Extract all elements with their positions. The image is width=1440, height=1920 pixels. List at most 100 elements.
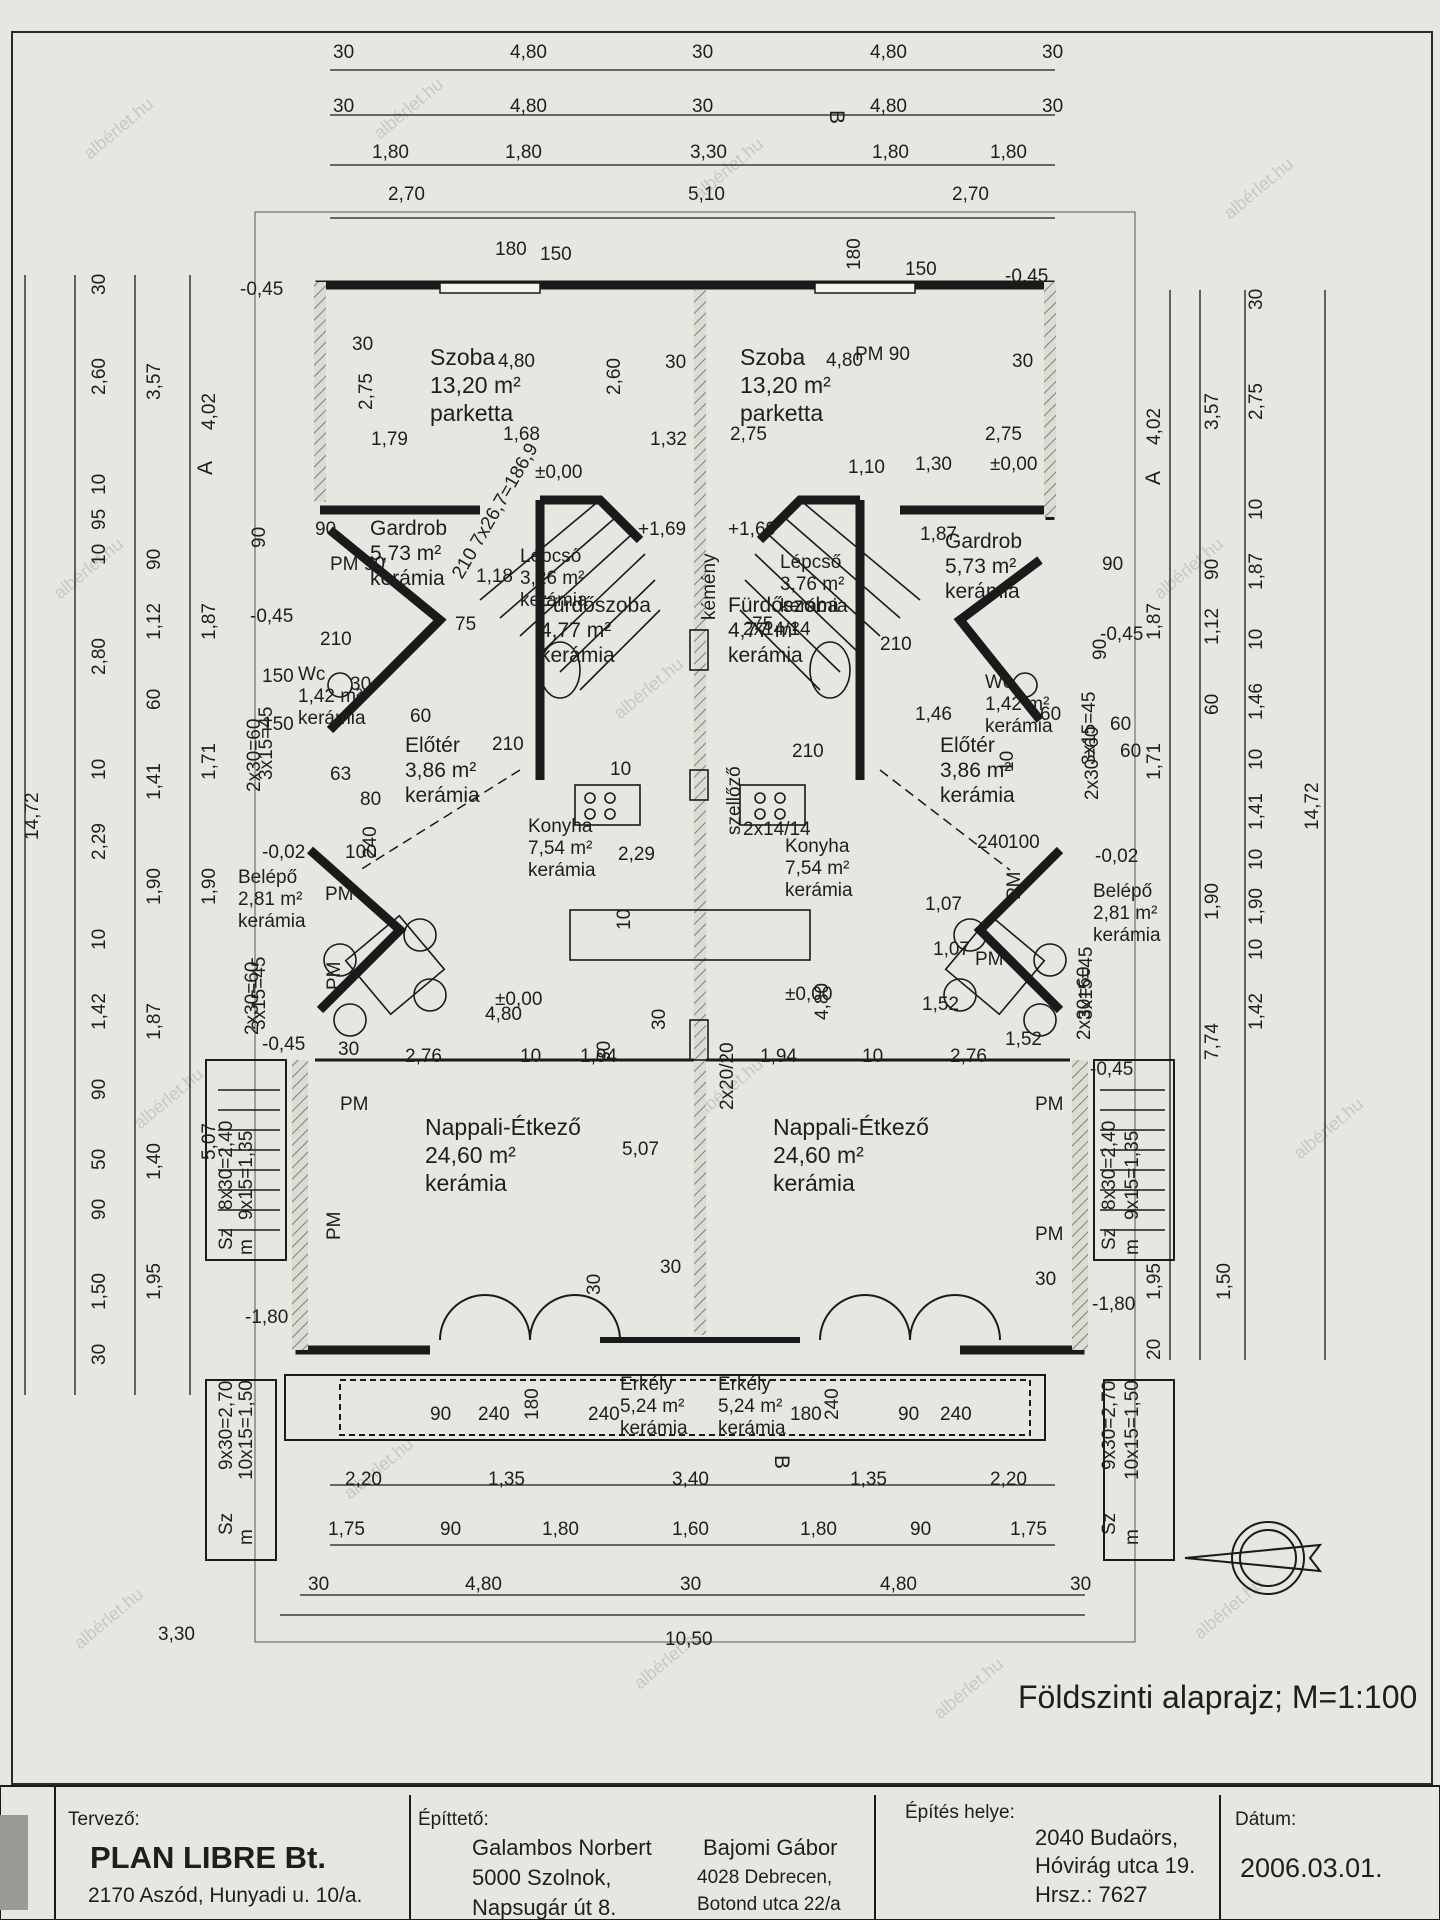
stair-label: 9x30=2,70: [216, 1381, 237, 1470]
inner-dim: 1,30: [915, 454, 952, 475]
bottom-dim-row3: 30: [1070, 1574, 1091, 1595]
stair-label: 3x15=45: [1076, 947, 1097, 1020]
room-name: Wc: [298, 664, 325, 685]
left-dim-c4: 4,02: [199, 393, 220, 430]
left-dim-c2: 30: [89, 274, 110, 295]
inner-dim: 2,60: [604, 358, 625, 395]
room-floor: kerámia: [945, 580, 1020, 603]
inner-dim: PM: [324, 962, 345, 991]
room-area: 4,77 m²: [728, 619, 799, 642]
inner-dim: 63: [330, 764, 351, 785]
room-area: 2,81 m²: [1093, 903, 1157, 924]
inner-dim: 60: [410, 706, 431, 727]
left-dim-c3: 60: [144, 689, 165, 710]
inner-dim: 2,75: [356, 373, 377, 410]
inner-dim: 1,32: [650, 429, 687, 450]
room-area: 3,86 m²: [940, 759, 1011, 782]
room-floor: kerámia: [620, 1418, 688, 1439]
top-dim-row3: 3,30: [690, 142, 727, 163]
level-marker: -1,80: [245, 1307, 288, 1328]
right-dim-c1: 10: [1246, 939, 1267, 960]
right-dim-c3: 1,87: [1144, 603, 1165, 640]
left-dim-c2: 2,29: [89, 823, 110, 860]
right-dim-c1: 1,41: [1246, 793, 1267, 830]
left-dim-c3: 90: [144, 549, 165, 570]
right-dim-c3: 1,50: [1214, 1263, 1235, 1300]
inner-dim: 180: [495, 239, 527, 260]
inner-dim: 1,46: [915, 704, 952, 725]
site-street: Hóvirág utca 19.: [1035, 1853, 1195, 1878]
stair-label: m: [1122, 1529, 1143, 1545]
inner-dim: 2,29: [618, 844, 655, 865]
level-marker: ±0,00: [785, 984, 832, 1005]
room-name: Wc: [985, 672, 1012, 693]
room-floor: parketta: [740, 400, 823, 426]
room-name: Előtér: [405, 734, 460, 757]
inner-dim: 5,07: [622, 1139, 659, 1160]
builder1-city: 5000 Szolnok,: [472, 1865, 611, 1890]
room-area: 24,60 m²: [425, 1142, 516, 1168]
level-markers: -0,45-0,45-0,45-0,45±0,00±0,00-0,02-0,02…: [158, 266, 1143, 1645]
inner-dim: 1,10: [848, 457, 885, 478]
stair-label: 2x30=60: [1082, 727, 1103, 800]
room-name: Nappali-Étkező: [773, 1114, 929, 1140]
stair-label: m: [1122, 1239, 1143, 1255]
room-area: 24,60 m²: [773, 1142, 864, 1168]
section-mark: B: [770, 1455, 793, 1469]
bottom-dim-row2: 90: [910, 1519, 931, 1540]
left-dim-c2: 2,60: [89, 358, 110, 395]
level-marker: +1,69: [638, 519, 686, 540]
inner-dim: 30: [665, 352, 686, 373]
inner-dim: 1,07: [933, 939, 970, 960]
room-floor: kerámia: [1093, 925, 1161, 946]
inner-dim: 10: [520, 1046, 541, 1067]
site-caption: Építés helye:: [905, 1802, 1015, 1823]
room-floor: kerámia: [985, 716, 1053, 737]
room-name: Erkély: [620, 1374, 673, 1395]
level-marker: -0,02: [262, 842, 305, 863]
inner-dim: 1,94: [760, 1046, 797, 1067]
room-name: Lépcső: [780, 552, 841, 573]
right-dim-c3: 20: [1144, 1339, 1165, 1360]
room-area: 7,54 m²: [528, 838, 592, 859]
left-dim-c2: 10: [89, 544, 110, 565]
right-dimensions: 14,72302,75101,87101,46101,41101,90101,4…: [1144, 289, 1323, 1360]
right-dim-c1: 1,42: [1246, 993, 1267, 1030]
stairs: [218, 499, 1165, 1231]
bottom-dim-row3: 4,80: [465, 1574, 502, 1595]
top-dim-row3: 1,80: [990, 142, 1027, 163]
inner-dim: 150: [905, 259, 937, 280]
bottom-dim-row2: 1,75: [1010, 1519, 1047, 1540]
level-marker: -0,45: [1090, 1059, 1133, 1080]
inner-dim: 75: [752, 614, 773, 635]
right-dim-c1: 10: [1246, 499, 1267, 520]
inner-dim: 240: [977, 832, 1009, 853]
top-dim-row1: 4,80: [510, 42, 547, 63]
top-dim-row1: 30: [333, 42, 354, 63]
room-name: Fürdőszoba: [540, 594, 651, 617]
top-dim-row3: 1,80: [505, 142, 542, 163]
room-name: Fürdőszoba: [728, 594, 839, 617]
room-area: 13,20 m²: [740, 372, 831, 398]
furniture: [323, 629, 1067, 1061]
inner-dim: PM: [325, 884, 354, 905]
inner-dim: 90: [898, 1404, 919, 1425]
balcony-outline: [205, 1059, 1175, 1561]
room-area: 2,81 m²: [238, 889, 302, 910]
left-dim-c2: 1,42: [89, 993, 110, 1030]
inner-dim: 2x14/14: [743, 819, 811, 840]
level-marker: -0,45: [1005, 266, 1048, 287]
top-dim-row2: 30: [692, 96, 713, 117]
left-dim-c2: 10: [89, 929, 110, 950]
room-area: 1,42 m²: [298, 686, 362, 707]
room-floor: kerámia: [940, 784, 1015, 807]
bottom-dim-row2: 1,80: [542, 1519, 579, 1540]
right-dim-c1: 10: [1246, 749, 1267, 770]
top-dim-row4: 2,70: [952, 184, 989, 205]
right-dim-c2: 7,74: [1202, 1023, 1223, 1060]
inner-dim: 1,52: [1005, 1029, 1042, 1050]
